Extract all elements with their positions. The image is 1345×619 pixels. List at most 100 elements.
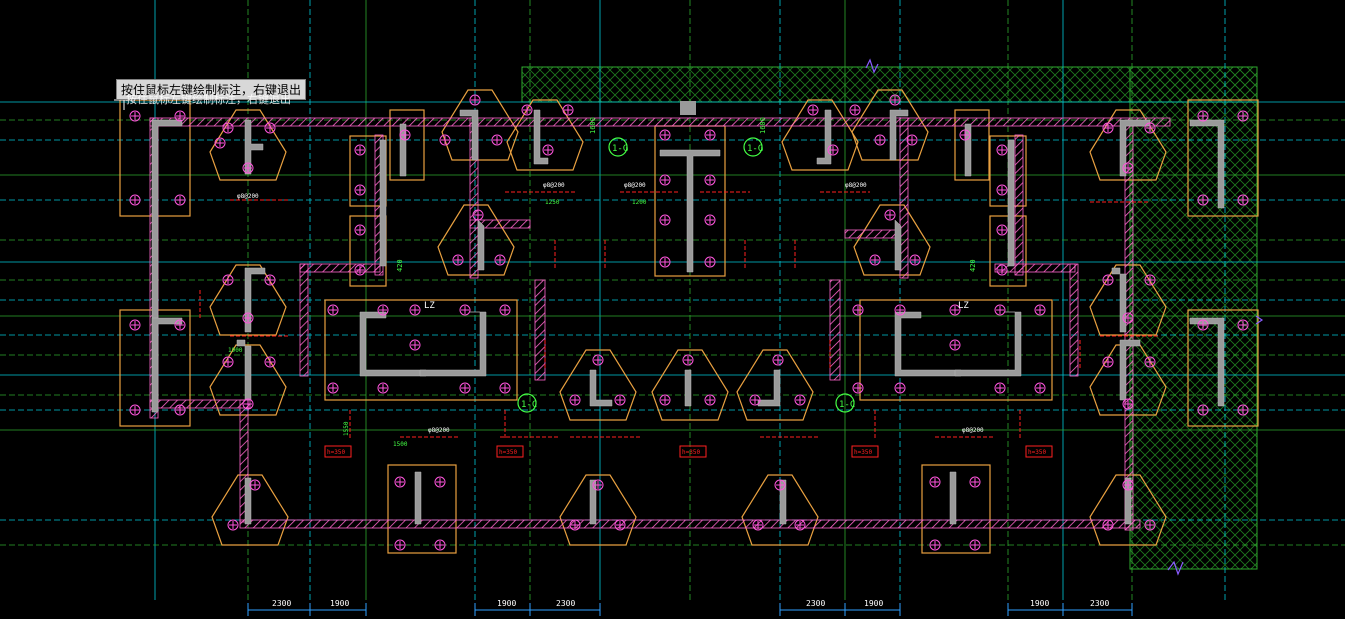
pile-marker [949,304,961,316]
column-shape [244,119,264,175]
pile-marker [129,110,141,122]
pile-marker [592,354,604,366]
pile-marker [994,304,1006,316]
column-shape [1119,119,1151,177]
pile-marker [1102,519,1114,531]
footing-tri [781,99,859,171]
pile-marker [249,479,261,491]
footing-tri [851,89,929,161]
break-line-symbol [1255,315,1264,325]
pile-marker [704,129,716,141]
pile-marker [174,319,186,331]
pile-marker [1197,404,1209,416]
pile-marker [499,304,511,316]
column-shape [964,123,972,177]
pile-marker [1144,274,1156,286]
pile-marker [969,476,981,488]
footing-tri [651,349,729,421]
column-shape [379,139,387,267]
rebar-note: φ8@200 [624,182,646,189]
wall-segment [844,229,901,239]
small-dim: 1500 [393,441,408,448]
pile-marker [434,539,446,551]
bottom-dim: 1900 [330,599,349,608]
bottom-dimension-chain [247,603,1133,616]
rebar-note: φ8@200 [237,193,259,200]
footing-rect [387,464,457,554]
pile-marker [327,304,339,316]
small-dim: 1200 [632,199,647,206]
footing-tri [1089,474,1167,546]
column-shape [779,479,787,525]
svg-text:1-C: 1-C [521,400,537,410]
column-shape [419,311,487,377]
small-dim: 1550 [343,421,350,436]
column-shape [659,149,721,273]
column-shape [533,109,549,165]
column-shape [889,109,909,161]
column-shape [244,477,252,525]
pile-marker [682,354,694,366]
footing-tri [559,474,637,546]
pile-marker [214,137,226,149]
pile-marker [1102,274,1114,286]
pile-marker [884,209,896,221]
column-shape [816,109,832,165]
pile-marker [659,394,671,406]
pile-marker [949,339,961,351]
pile-marker [1034,382,1046,394]
rebar-note: φ8@200 [428,427,450,434]
h-tag: h=350 [1025,445,1053,458]
bottom-dim: 1900 [864,599,883,608]
pile-marker [704,394,716,406]
pile-marker [852,304,864,316]
pile-marker [807,104,819,116]
pile-marker [996,184,1008,196]
column-shape [477,219,485,271]
pile-marker [569,394,581,406]
pile-marker [354,224,366,236]
pile-marker [242,398,254,410]
pile-marker [129,404,141,416]
footing-tri [437,204,515,276]
pile-marker [929,476,941,488]
column-shape [680,101,696,115]
pile-marker [264,122,276,134]
column-shape [949,471,957,525]
axis-bubble: 1-G [743,137,763,157]
axis-bubble-group: 1-G 1-G 1-C 1-C [517,137,855,413]
pile-marker [542,144,554,156]
pile-marker [354,184,366,196]
pile-marker [909,254,921,266]
wall-segment [899,117,909,279]
dim-1600-b: 1600 [759,117,767,134]
svg-text:1-G: 1-G [747,144,763,154]
lz-label-left: LZ [424,301,435,311]
pile-marker [569,519,581,531]
footing-tri [209,344,287,416]
pile-marker [869,254,881,266]
footing-rect [1187,99,1259,217]
pile-marker [439,134,451,146]
wall-segment [149,117,1171,127]
column-shape [151,317,183,413]
column-shape [1119,339,1141,401]
rebar-note: φ8@200 [962,427,984,434]
footing-rect [1187,309,1259,427]
column-shape [684,369,692,407]
bottom-dim: 1900 [497,599,516,608]
pile-marker [562,104,574,116]
svg-text:h=350: h=350 [499,449,517,456]
pile-marker [704,256,716,268]
svg-text:1-C: 1-C [839,400,855,410]
pile-marker [1122,312,1134,324]
axis-bubble: 1-G [608,137,628,157]
pile-marker [929,539,941,551]
bottom-dim: 2300 [556,599,575,608]
footing-tri [441,89,519,161]
pile-marker [472,209,484,221]
column-shape [589,369,613,407]
bottom-dim: 2300 [272,599,291,608]
h-tag: h=350 [496,445,524,458]
